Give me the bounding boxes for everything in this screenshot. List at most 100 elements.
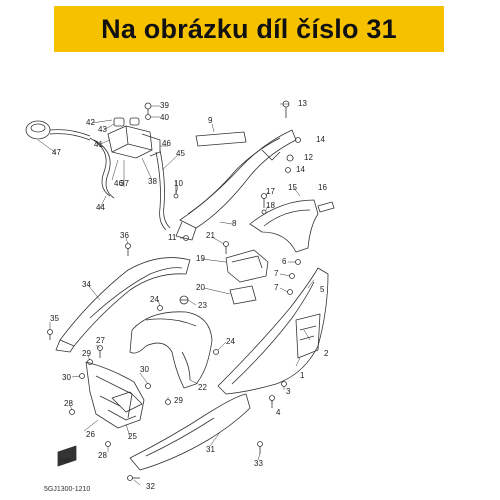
callout-22: 22 bbox=[198, 383, 207, 392]
callout-47: 47 bbox=[52, 148, 61, 157]
callout-11: 11 bbox=[168, 233, 177, 242]
leader-lines bbox=[37, 103, 315, 486]
callout-37: 37 bbox=[120, 179, 129, 188]
callout-21: 21 bbox=[206, 231, 215, 240]
callout-8: 8 bbox=[232, 219, 237, 228]
part-15-tail-cover bbox=[249, 199, 319, 253]
part-44-hose bbox=[89, 137, 111, 197]
banner-title: Na obrázku díl číslo 31 bbox=[101, 13, 397, 44]
callout-28b: 28 bbox=[98, 451, 107, 460]
part-9-strip bbox=[195, 131, 247, 147]
bolt-40 bbox=[145, 114, 151, 120]
bolt-32 bbox=[127, 475, 140, 481]
bolt-27 bbox=[97, 345, 103, 358]
bolt-7a bbox=[289, 273, 295, 279]
callout-4: 4 bbox=[276, 408, 281, 417]
callout-13: 13 bbox=[298, 99, 307, 108]
callout-27: 27 bbox=[96, 336, 105, 345]
callout-41: 41 bbox=[94, 140, 103, 149]
callout-33: 33 bbox=[254, 459, 263, 468]
front-marker-label: FWD bbox=[60, 458, 72, 464]
bolt-3 bbox=[281, 381, 287, 387]
part-25-lower-bracket bbox=[85, 361, 145, 429]
part-37-tank bbox=[107, 117, 161, 159]
bolt-24b bbox=[213, 349, 219, 355]
part-47-reservoir bbox=[25, 120, 91, 141]
callout-29b: 29 bbox=[174, 396, 183, 405]
part-1-side-cover bbox=[217, 267, 329, 395]
callout-32: 32 bbox=[146, 482, 155, 491]
callout-16: 16 bbox=[318, 183, 327, 192]
part-8-rear-cover bbox=[175, 129, 297, 241]
callout-24a: 24 bbox=[150, 295, 159, 304]
part-31-lower-panel bbox=[129, 393, 251, 471]
part-22-inner-fender bbox=[129, 311, 213, 389]
callout-25: 25 bbox=[128, 432, 137, 441]
callout-36: 36 bbox=[120, 231, 129, 240]
callout-14a: 14 bbox=[316, 135, 325, 144]
callout-2: 2 bbox=[324, 349, 329, 358]
diagram-reference-code: 5GJ1300-1210 bbox=[44, 486, 91, 493]
callout-42: 42 bbox=[86, 118, 95, 127]
callout-3: 3 bbox=[286, 387, 291, 396]
bolt-39 bbox=[144, 102, 152, 114]
bolt-21 bbox=[223, 241, 229, 254]
callout-19: 19 bbox=[196, 254, 205, 263]
grommet-12 bbox=[286, 154, 294, 162]
bolt-33 bbox=[257, 441, 263, 454]
bolt-14b bbox=[285, 167, 291, 173]
bolt-28b bbox=[105, 441, 111, 447]
callout-30b: 30 bbox=[140, 365, 149, 374]
part-45-hose bbox=[159, 149, 171, 229]
callout-18: 18 bbox=[266, 201, 275, 210]
bolt-7b bbox=[287, 289, 293, 295]
callout-7b: 7 bbox=[274, 283, 279, 292]
callout-28a: 28 bbox=[64, 399, 73, 408]
part-19-bracket bbox=[225, 249, 269, 283]
callout-17: 17 bbox=[266, 187, 275, 196]
bolt-30b bbox=[145, 383, 151, 389]
bolt-35 bbox=[47, 329, 53, 340]
callout-34: 34 bbox=[82, 280, 91, 289]
bolt-24a bbox=[157, 305, 163, 311]
callout-39: 39 bbox=[160, 101, 169, 110]
callout-1: 1 bbox=[300, 371, 305, 380]
part-16-clip bbox=[317, 201, 335, 213]
bolt-6 bbox=[295, 259, 301, 265]
bolt-30a bbox=[79, 373, 85, 379]
front-direction-marker bbox=[57, 445, 77, 467]
bolt-13 bbox=[282, 100, 290, 118]
bolt-18 bbox=[261, 209, 267, 215]
title-banner: Na obrázku díl číslo 31 bbox=[54, 6, 444, 52]
callout-14b: 14 bbox=[296, 165, 305, 174]
callout-31: 31 bbox=[206, 445, 215, 454]
bolt-29b bbox=[165, 399, 171, 405]
part-34-side-rail bbox=[55, 257, 191, 353]
callout-20: 20 bbox=[196, 283, 205, 292]
callout-7a: 7 bbox=[274, 269, 279, 278]
part-20-pad bbox=[229, 285, 257, 305]
callout-30a: 30 bbox=[62, 373, 71, 382]
callout-10: 10 bbox=[174, 179, 183, 188]
callout-38: 38 bbox=[148, 177, 157, 186]
bolt-17 bbox=[261, 193, 267, 208]
callout-5: 5 bbox=[320, 285, 325, 294]
callout-40: 40 bbox=[160, 113, 169, 122]
part-23-clip bbox=[179, 295, 189, 305]
callout-9: 9 bbox=[208, 116, 213, 125]
callout-43: 43 bbox=[98, 125, 107, 134]
callout-15: 15 bbox=[288, 183, 297, 192]
callout-26: 26 bbox=[86, 430, 95, 439]
bolt-14a bbox=[295, 137, 301, 143]
callout-12: 12 bbox=[304, 153, 313, 162]
part-26-plate bbox=[111, 391, 143, 413]
bolt-29a bbox=[87, 359, 93, 365]
callout-labels: 1 2 3 4 5 6 7 7 8 9 10 11 12 13 14 14 15… bbox=[50, 99, 329, 491]
bolt-36 bbox=[125, 243, 131, 256]
callout-45: 45 bbox=[176, 149, 185, 158]
callout-23: 23 bbox=[198, 301, 207, 310]
callout-46b: 46 bbox=[114, 179, 123, 188]
callout-29a: 29 bbox=[82, 349, 91, 358]
callout-35: 35 bbox=[50, 314, 59, 323]
